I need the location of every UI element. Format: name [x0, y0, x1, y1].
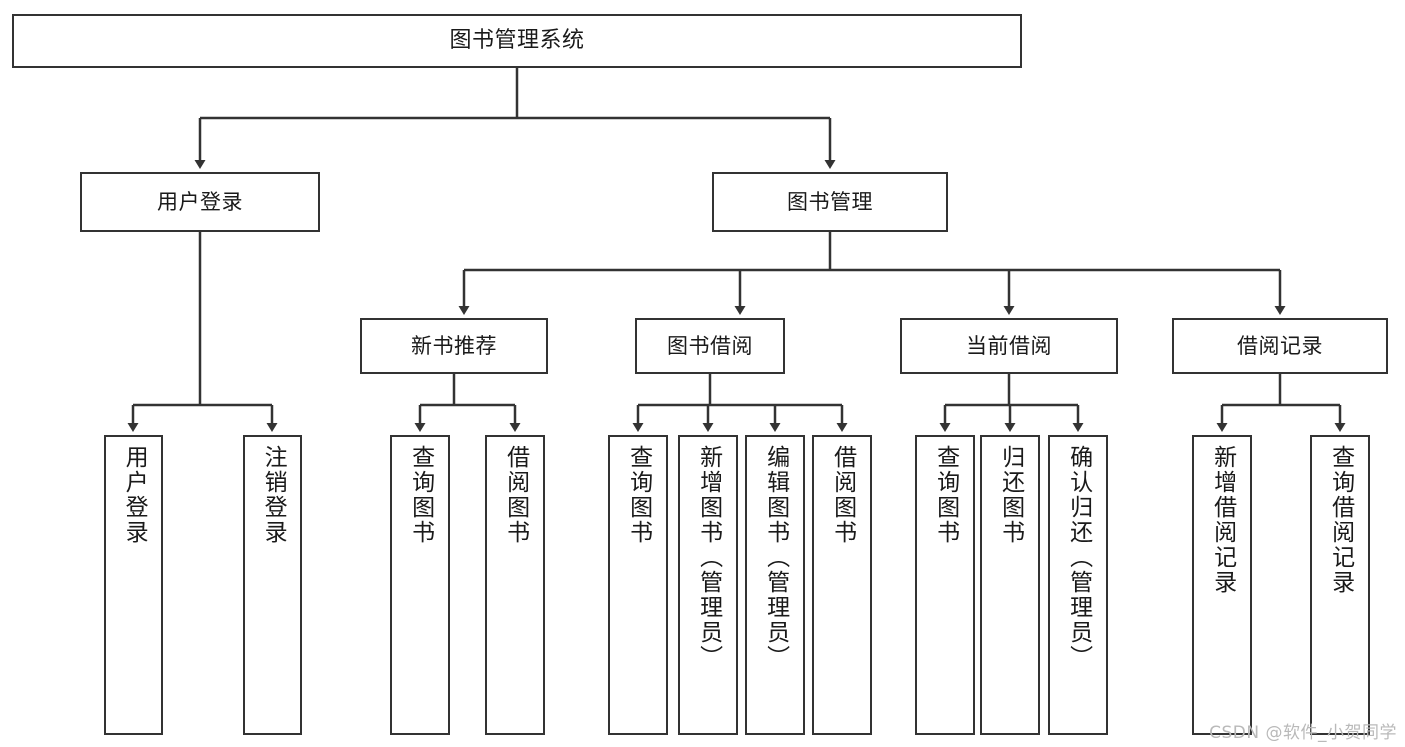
- node-book-manage-label: 图书管理: [787, 189, 873, 214]
- node-leaf-user-login-label: 用户登录: [121, 445, 148, 545]
- node-leaf-query-book-2[interactable]: 查询图书: [608, 435, 668, 735]
- node-leaf-query-book-3[interactable]: 查询图书: [915, 435, 975, 735]
- node-user-login[interactable]: 用户登录: [80, 172, 320, 232]
- node-root[interactable]: 图书管理系统: [12, 14, 1022, 68]
- node-leaf-query-book-1[interactable]: 查询图书: [390, 435, 450, 735]
- node-leaf-return-book-label: 归还图书: [997, 445, 1024, 545]
- node-current-borrow-label: 当前借阅: [966, 333, 1052, 358]
- node-book-borrow-label: 图书借阅: [667, 333, 753, 358]
- csdn-watermark: CSDN @软件_小贺同学: [1209, 723, 1397, 743]
- node-leaf-confirm-return[interactable]: 确认归还（管理员）: [1048, 435, 1108, 735]
- node-leaf-query-record-label: 查询借阅记录: [1327, 445, 1354, 595]
- node-leaf-query-book-2-label: 查询图书: [625, 445, 652, 545]
- node-book-borrow[interactable]: 图书借阅: [635, 318, 785, 374]
- node-leaf-query-book-1-label: 查询图书: [407, 445, 434, 545]
- node-leaf-query-book-3-label: 查询图书: [932, 445, 959, 545]
- node-current-borrow[interactable]: 当前借阅: [900, 318, 1118, 374]
- node-leaf-user-login[interactable]: 用户登录: [104, 435, 163, 735]
- node-borrow-record-label: 借阅记录: [1237, 333, 1323, 358]
- node-leaf-edit-book-label: 编辑图书（管理员）: [762, 445, 789, 670]
- node-new-book-recommend[interactable]: 新书推荐: [360, 318, 548, 374]
- node-leaf-return-book[interactable]: 归还图书: [980, 435, 1040, 735]
- node-leaf-logout-login[interactable]: 注销登录: [243, 435, 302, 735]
- node-leaf-add-record[interactable]: 新增借阅记录: [1192, 435, 1252, 735]
- node-root-label: 图书管理系统: [449, 28, 585, 54]
- node-leaf-query-record[interactable]: 查询借阅记录: [1310, 435, 1370, 735]
- node-leaf-borrow-book-2[interactable]: 借阅图书: [812, 435, 872, 735]
- node-leaf-add-book[interactable]: 新增图书（管理员）: [678, 435, 738, 735]
- node-leaf-borrow-book-1-label: 借阅图书: [502, 445, 529, 545]
- node-leaf-confirm-return-label: 确认归还（管理员）: [1065, 445, 1092, 670]
- node-leaf-edit-book[interactable]: 编辑图书（管理员）: [745, 435, 805, 735]
- node-leaf-borrow-book-2-label: 借阅图书: [829, 445, 856, 545]
- node-leaf-logout-login-label: 注销登录: [260, 445, 287, 545]
- node-borrow-record[interactable]: 借阅记录: [1172, 318, 1388, 374]
- node-leaf-borrow-book-1[interactable]: 借阅图书: [485, 435, 545, 735]
- node-book-manage[interactable]: 图书管理: [712, 172, 948, 232]
- node-new-book-recommend-label: 新书推荐: [411, 333, 497, 358]
- node-leaf-add-record-label: 新增借阅记录: [1209, 445, 1236, 595]
- node-leaf-add-book-label: 新增图书（管理员）: [695, 445, 722, 670]
- node-user-login-label: 用户登录: [157, 189, 243, 214]
